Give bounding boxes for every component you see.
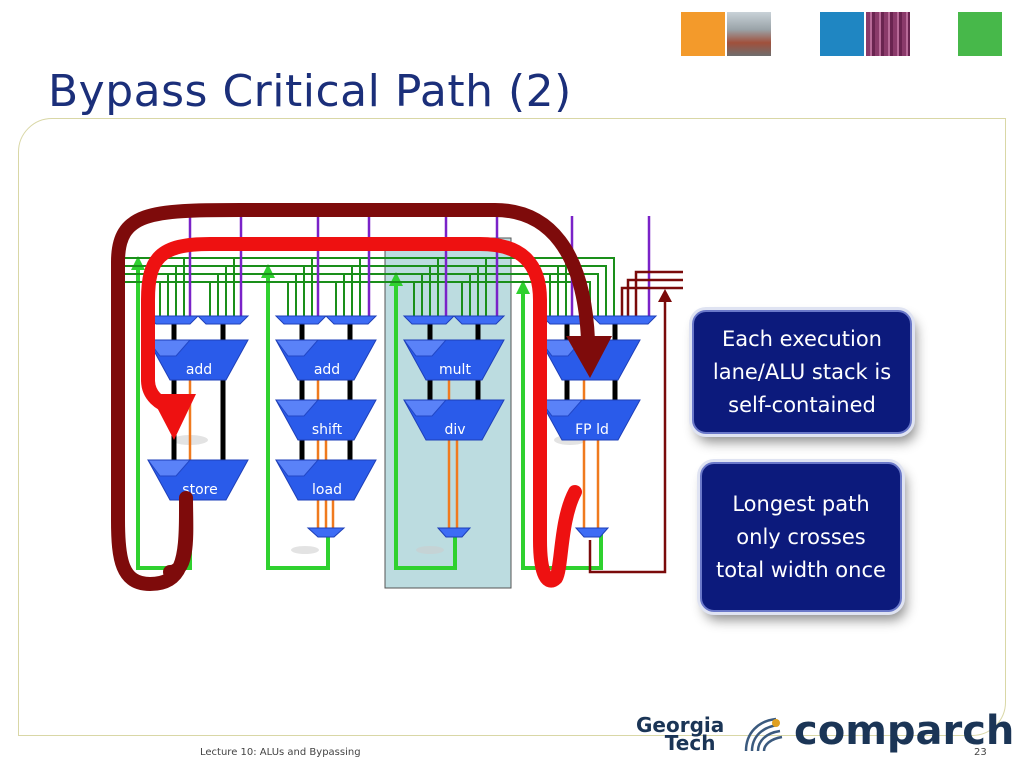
georgia-tech-line-1: Georgia — [636, 713, 725, 737]
content-frame — [18, 118, 1006, 736]
alu-label-mult: mult — [439, 362, 471, 378]
critical-path-red — [141, 237, 582, 588]
chip-photo-square — [866, 12, 910, 56]
operand-latches — [146, 315, 658, 325]
alu-shapes — [147, 339, 641, 501]
alu-div — [403, 399, 505, 441]
alu-label-shift: shift — [312, 422, 343, 438]
alu-label-fp-ld: FP ld — [575, 422, 609, 438]
comparch-logo: comparch — [794, 708, 1015, 754]
alu-load — [275, 459, 377, 501]
green-square — [958, 12, 1002, 56]
alu-label-add-2: add — [314, 362, 340, 378]
blue-square — [820, 12, 864, 56]
critical-path-dark-red-arrow — [566, 336, 612, 378]
dark-red-bus — [588, 270, 683, 574]
alu-store — [147, 459, 249, 501]
comparch-swirl-icon — [744, 717, 783, 752]
alu-label-div: div — [444, 422, 465, 438]
critical-path-dark-red — [111, 203, 595, 591]
campus-photo-square — [727, 12, 771, 56]
orange-square — [681, 12, 725, 56]
georgia-tech-line-2: Tech — [664, 731, 716, 755]
alu-label-add: add — [186, 362, 212, 378]
callout-self-contained: Each execution lane/ALU stack is self-co… — [692, 310, 912, 434]
georgia-tech-logo: Georgia Tech — [636, 713, 725, 755]
critical-path-red-arrow — [150, 394, 196, 440]
alu-mult — [403, 339, 505, 381]
alu-add-2 — [275, 339, 377, 381]
footer-lecture-title: Lecture 10: ALUs and Bypassing — [200, 747, 361, 758]
output-muxes — [306, 527, 610, 538]
page-number: 23 — [974, 747, 987, 758]
alu-label-load: load — [312, 482, 342, 498]
alu-shift — [275, 399, 377, 441]
callout-longest-path: Longest path only crosses total width on… — [700, 462, 902, 612]
alu-fp-ld — [539, 399, 641, 441]
alu-add-1 — [147, 339, 249, 381]
dark-red-bus-arrow — [658, 289, 672, 302]
slide-title: Bypass Critical Path (2) — [48, 66, 572, 117]
